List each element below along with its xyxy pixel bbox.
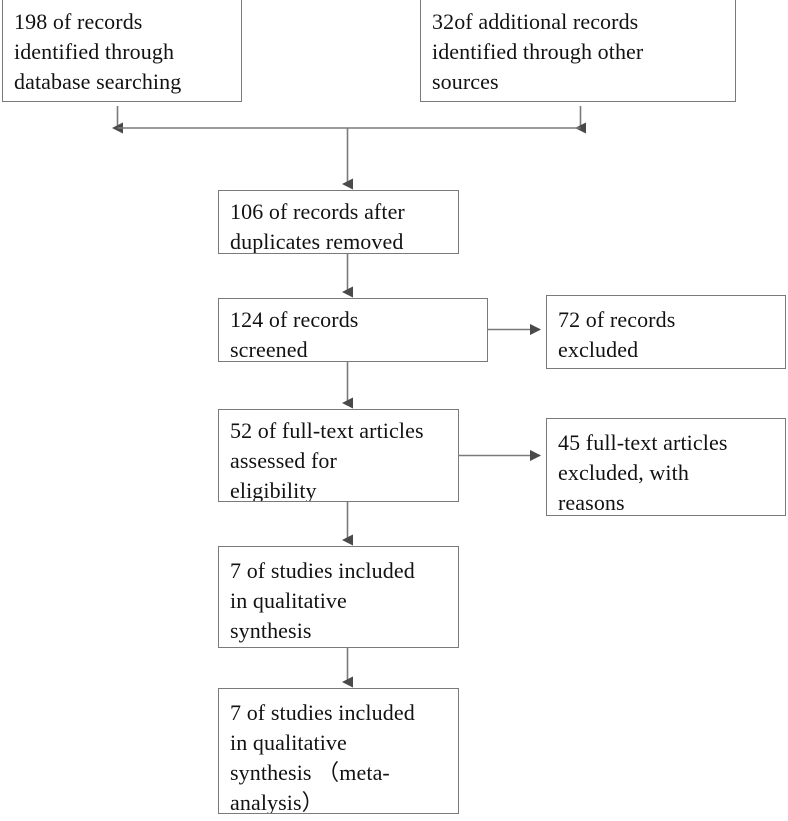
node-records-identified-database: 198 of records identified through databa… [2,0,242,102]
node-label-fulltext-articles-assessed: 52 of full-text articles assessed for el… [230,418,424,502]
node-label-records-excluded: 72 of records excluded [558,307,676,362]
node-studies-qualitative-synthesis: 7 of studies included in qualitative syn… [218,546,459,648]
node-label-studies-meta-analysis: 7 of studies included in qualitative syn… [230,700,415,814]
node-records-after-duplicates-removed: 106 of records after duplicates removed [218,190,459,254]
node-label-records-after-duplicates-removed: 106 of records after duplicates removed [230,199,405,254]
node-records-identified-other-sources: 32of additional records identified throu… [420,0,736,102]
node-records-screened: 124 of records screened [218,298,488,362]
node-studies-meta-analysis: 7 of studies included in qualitative syn… [218,688,459,814]
node-label-studies-qualitative-synthesis: 7 of studies included in qualitative syn… [230,558,415,643]
node-records-excluded: 72 of records excluded [546,295,786,369]
node-label-records-identified-database: 198 of records identified through databa… [14,9,182,94]
node-label-fulltext-articles-excluded: 45 full-text articles excluded, with rea… [558,430,728,515]
node-fulltext-articles-assessed: 52 of full-text articles assessed for el… [218,409,459,502]
node-label-records-identified-other-sources: 32of additional records identified throu… [432,9,644,94]
node-fulltext-articles-excluded: 45 full-text articles excluded, with rea… [546,418,786,516]
node-label-records-screened: 124 of records screened [230,307,359,362]
